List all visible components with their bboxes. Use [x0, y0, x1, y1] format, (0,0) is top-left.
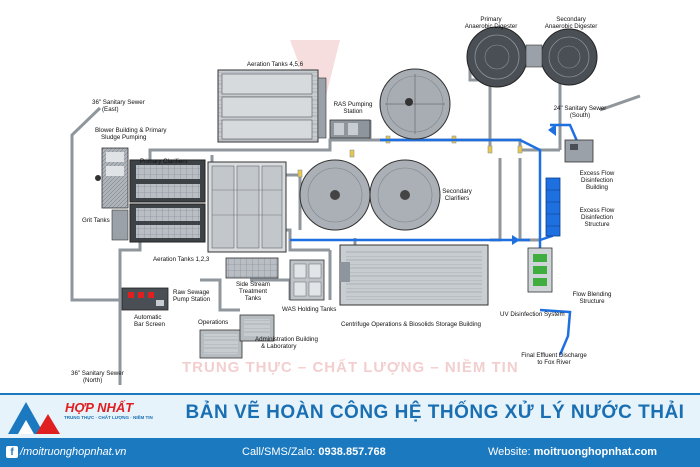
- label-bar-screen-1: Automatic: [134, 314, 162, 321]
- contact-label: Call/SMS/Zalo:: [242, 446, 316, 458]
- label-excess-building-1: Excess Flow: [580, 170, 615, 177]
- label-sewer-east-2: (East): [102, 106, 119, 113]
- label-grit-tanks: Grit Tanks: [82, 217, 110, 224]
- label-excess-structure-2: Disinfection: [581, 214, 614, 221]
- aeration-tanks-123: [207, 161, 287, 253]
- diagram-labels: Primary Anaerobic Digester Secondary Ana…: [71, 16, 615, 384]
- phone-number[interactable]: 0938.857.768: [318, 446, 386, 458]
- label-ras-1: RAS Pumping: [334, 101, 373, 108]
- label-excess-structure-1: Excess Flow: [580, 207, 615, 214]
- website-info[interactable]: Website: moitruonghopnhat.com: [488, 446, 657, 458]
- label-admin-1: Administration Building: [255, 336, 318, 343]
- excess-flow-disinfection: [545, 139, 594, 237]
- label-flow-blending-1: Flow Blending: [573, 291, 612, 298]
- label-effluent-1: Final Effluent Discharge: [521, 352, 587, 359]
- anaerobic-digesters: [466, 26, 598, 88]
- label-sewer-south-1: 24" Sanitary Sewer: [554, 105, 607, 112]
- label-was-holding: WAS Holding Tanks: [282, 306, 336, 313]
- pipe-arrows: [512, 124, 556, 245]
- label-excess-building-3: Building: [586, 184, 609, 191]
- aeration-tanks-456: [217, 69, 327, 143]
- label-raw-sewage-1: Raw Sewage: [173, 289, 210, 296]
- label-effluent-2: to Fox River: [537, 359, 570, 366]
- blower-building: [95, 147, 129, 209]
- website-link[interactable]: moitruonghopnhat.com: [533, 446, 658, 458]
- label-secondary-digester-1: Secondary: [556, 16, 586, 23]
- company-logo-icon: [8, 402, 60, 434]
- headworks: [111, 209, 169, 311]
- label-raw-sewage-2: Pump Station: [173, 296, 211, 303]
- label-primary-digester-1: Primary: [480, 16, 502, 23]
- label-blower-1: Blower Building & Primary: [95, 127, 167, 134]
- company-logo-text: HỢP NHẤT: [65, 400, 134, 415]
- label-ras-2: Station: [343, 108, 363, 115]
- uv-disinfection-system: [527, 247, 553, 293]
- company-slogan: TRUNG THỰC · CHẤT LƯỢNG · NIỀM TIN: [64, 415, 153, 420]
- label-sewer-north-1: 36" Sanitary Sewer: [71, 370, 124, 377]
- label-side-stream-3: Tanks: [245, 295, 261, 302]
- primary-clarifiers: [129, 159, 206, 243]
- clarifier-top: [379, 68, 451, 140]
- label-operations: Operations: [198, 319, 228, 326]
- label-uv: UV Disinfection System: [500, 311, 565, 318]
- label-primary-digester-2: Anaerobic Digester: [465, 23, 518, 30]
- label-centrifuge: Centrifuge Operations & Biosolids Storag…: [341, 321, 482, 328]
- contact-phone[interactable]: Call/SMS/Zalo: 0938.857.768: [242, 446, 386, 458]
- label-secondary-clarifiers-1: Secondary: [442, 188, 472, 195]
- site-plan-diagram: TRUNG THỰC – CHẤT LƯỢNG – NIỀM TIN: [70, 16, 641, 385]
- label-bar-screen-2: Bar Screen: [134, 321, 166, 328]
- label-secondary-digester-2: Anaerobic Digester: [545, 23, 598, 30]
- ras-pumping-station: [329, 119, 371, 139]
- label-excess-building-2: Disinfection: [581, 177, 614, 184]
- facebook-icon[interactable]: f: [6, 446, 18, 458]
- facebook-link[interactable]: /moitruonghopnhat.vn: [20, 446, 127, 458]
- was-holding-tanks: [289, 259, 325, 301]
- label-flow-blending-2: Structure: [579, 298, 605, 305]
- centrifuge-building: [339, 244, 489, 306]
- label-side-stream-2: Treatment: [239, 288, 267, 295]
- watermark-text: TRUNG THỰC – CHẤT LƯỢNG – NIỀM TIN: [182, 359, 519, 376]
- operations-building: [199, 314, 275, 359]
- website-label: Website:: [488, 446, 531, 458]
- label-excess-structure-3: Structure: [584, 221, 610, 228]
- label-sewer-north-2: (North): [83, 377, 102, 384]
- label-sewer-east-1: 36" Sanitary Sewer: [92, 99, 145, 106]
- label-primary-clarifiers: Primary Clarifiers: [140, 158, 187, 165]
- secondary-clarifiers: [299, 159, 441, 231]
- label-side-stream-1: Side Stream: [236, 281, 270, 288]
- label-blower-2: Sludge Pumping: [101, 134, 147, 141]
- footer-bar: [0, 438, 700, 467]
- side-stream-tanks: [225, 257, 279, 279]
- label-aeration-456: Aeration Tanks 4,5,6: [247, 61, 304, 68]
- label-secondary-clarifiers-2: Clarifiers: [445, 195, 469, 202]
- label-admin-2: & Laboratory: [261, 343, 297, 350]
- page-title: BẢN VẼ HOÀN CÔNG HỆ THỐNG XỬ LÝ NƯỚC THẢ…: [185, 402, 685, 423]
- label-aeration-123: Aeration Tanks 1,2,3: [153, 256, 210, 263]
- label-sewer-south-2: (South): [570, 112, 590, 119]
